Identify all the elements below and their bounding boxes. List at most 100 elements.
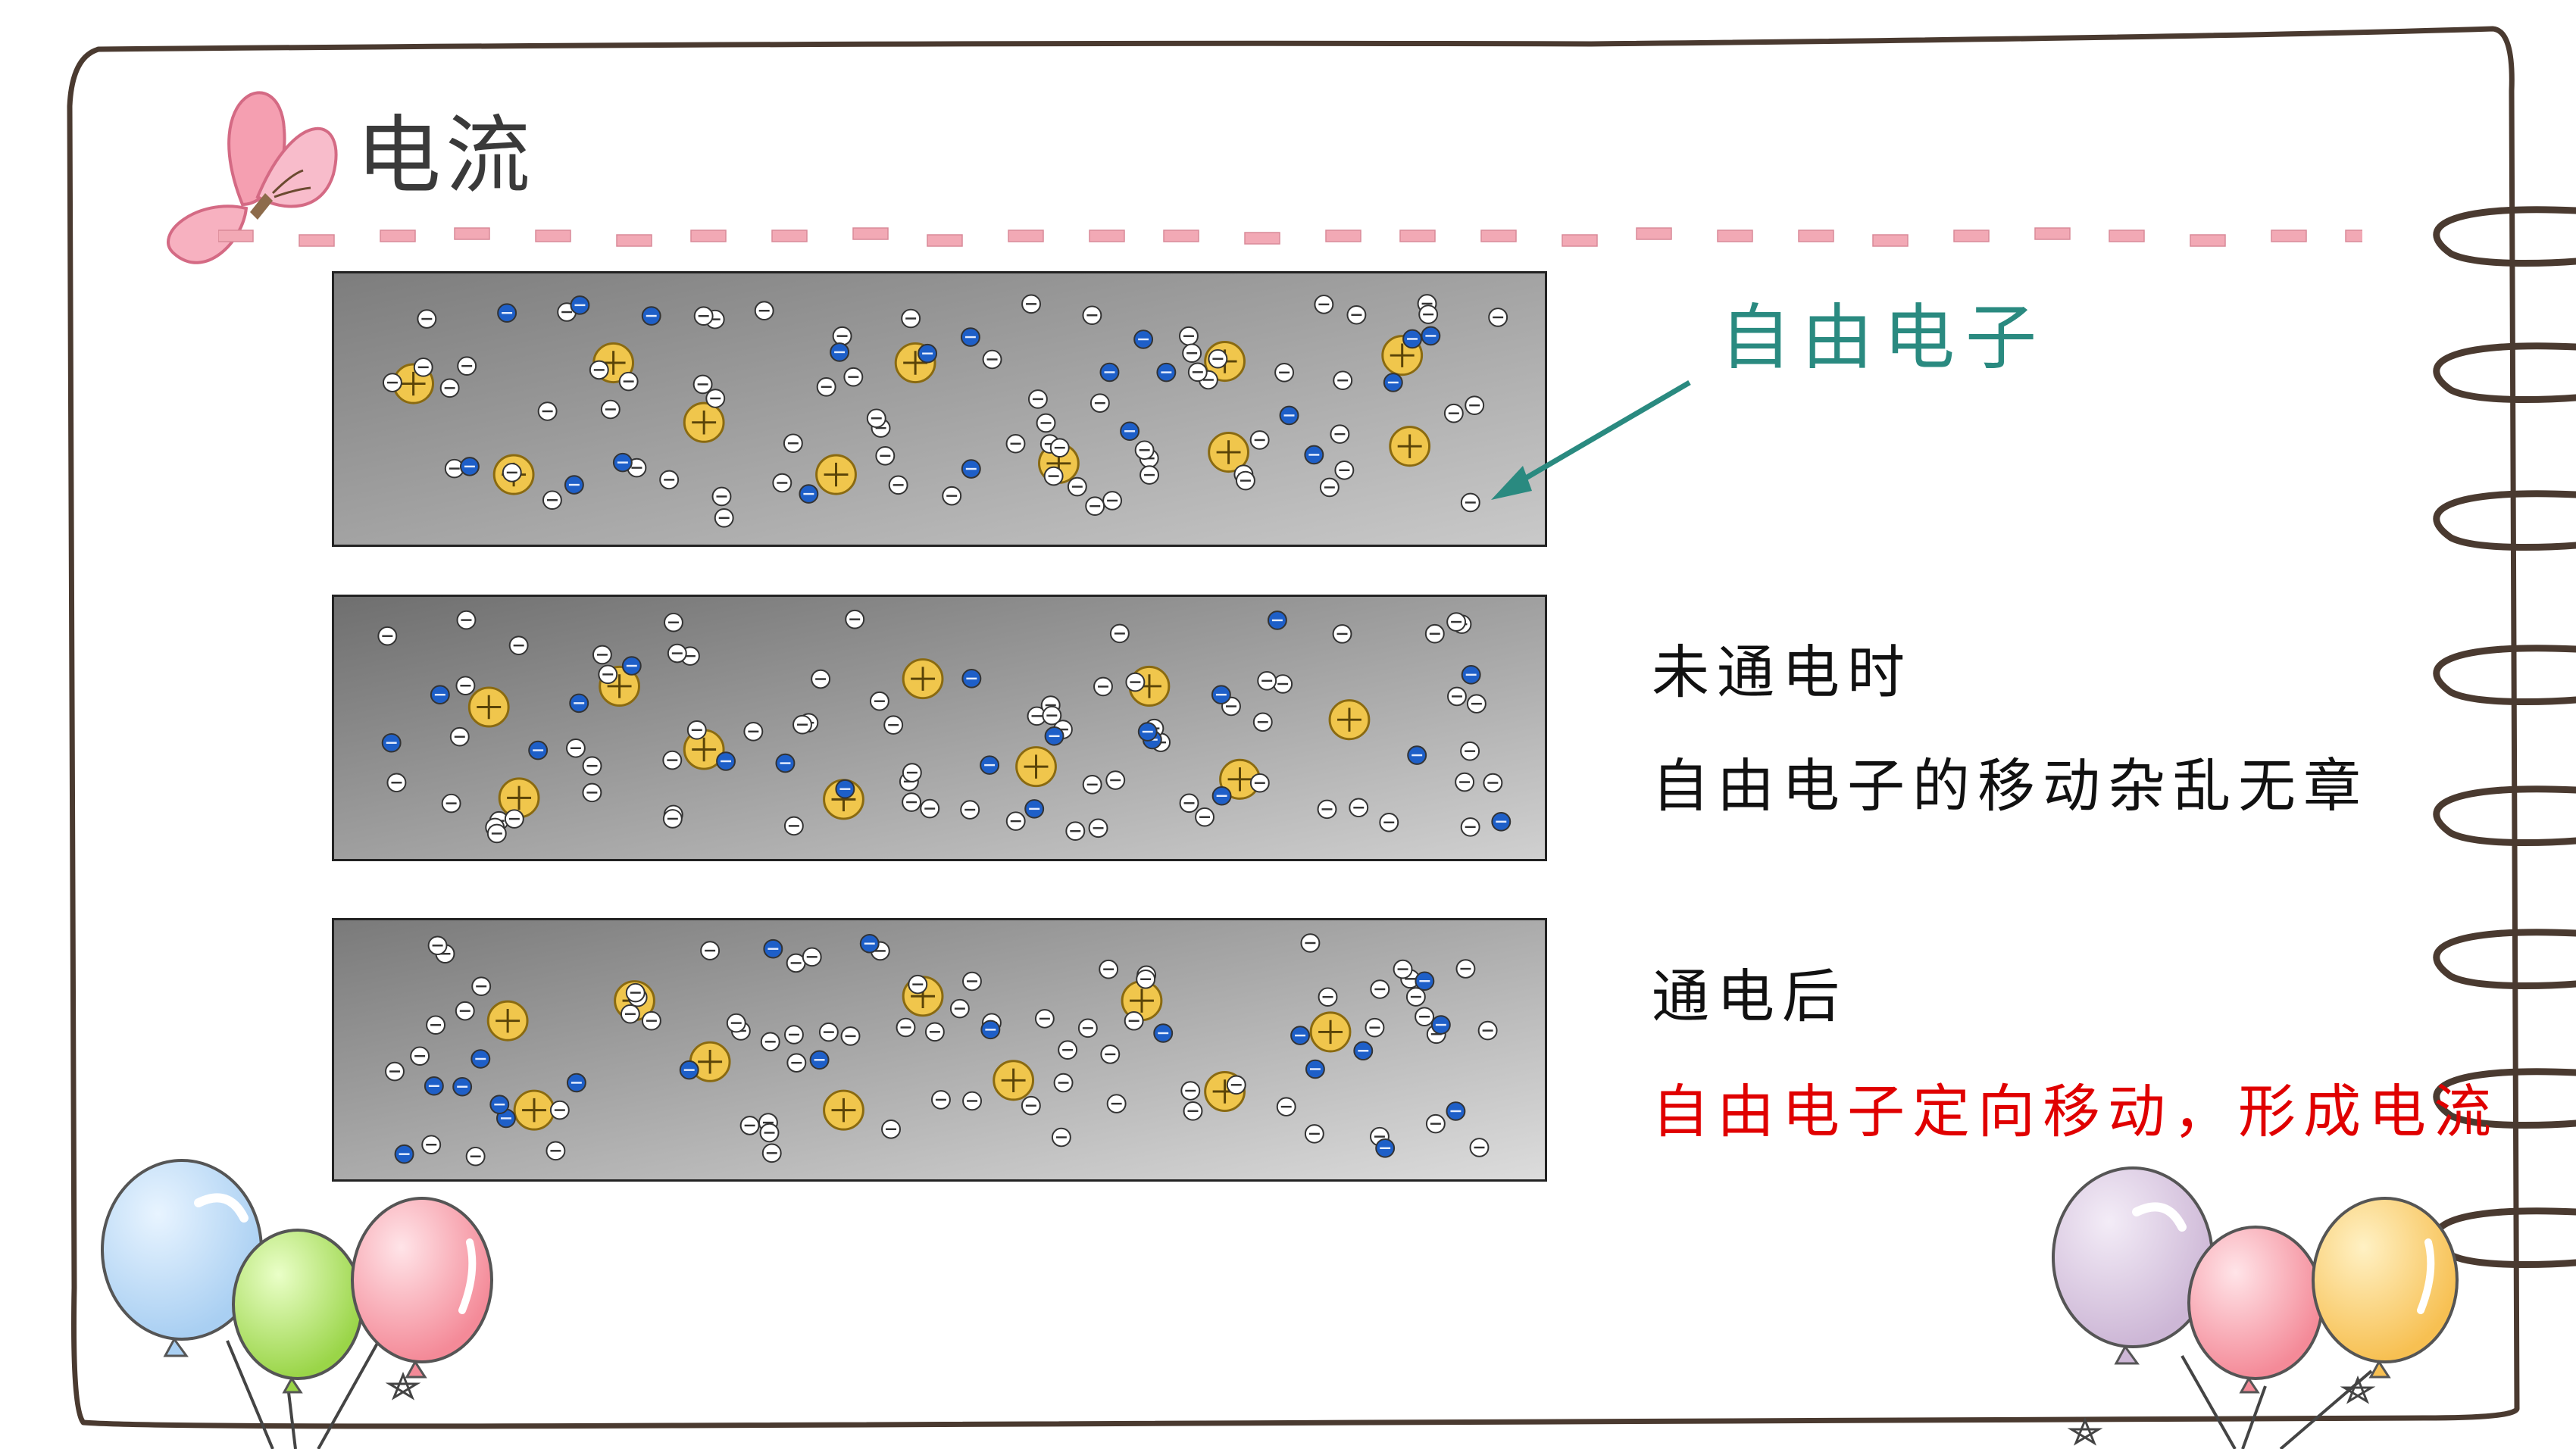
free-electron: [424, 1076, 444, 1096]
free-electron: [1153, 1023, 1174, 1043]
bound-electron: [1093, 676, 1113, 697]
panel-no-current: [332, 595, 1547, 861]
bound-electron: [641, 1010, 661, 1031]
bound-electron: [1370, 979, 1390, 999]
bound-electron: [786, 1053, 807, 1073]
free-electron: [569, 693, 589, 714]
bound-electron: [662, 809, 683, 829]
bound-electron: [1043, 466, 1064, 486]
bound-electron: [783, 1025, 804, 1045]
dash-segment: [1163, 230, 1199, 242]
bound-electron: [471, 976, 492, 996]
free-electron: [799, 484, 819, 504]
bound-electron: [486, 823, 507, 844]
free-electron: [918, 343, 938, 364]
bound-electron: [1379, 813, 1399, 832]
positive-ion: [815, 454, 857, 495]
bound-electron: [1447, 686, 1467, 707]
free-electron: [394, 1144, 414, 1164]
free-electron: [1446, 1101, 1466, 1121]
bound-electron: [726, 1013, 746, 1033]
bound-electron: [1051, 1127, 1071, 1148]
bound-electron: [1393, 959, 1413, 979]
bound-electron: [662, 750, 683, 770]
bound-electron: [417, 309, 437, 329]
free-electron: [621, 656, 642, 676]
bound-electron: [1065, 821, 1086, 841]
bound-electron: [1099, 959, 1119, 979]
bound-electron: [1235, 470, 1255, 491]
free-electron: [830, 342, 850, 362]
bound-electron: [783, 816, 804, 836]
bound-electron: [1332, 624, 1352, 644]
bound-electron: [1179, 793, 1199, 814]
bound-electron: [565, 738, 586, 758]
positive-ion: [823, 1089, 864, 1131]
bound-electron: [1365, 1017, 1385, 1038]
free-electron: [1305, 1059, 1325, 1079]
free-electron: [809, 1050, 830, 1070]
bound-electron: [1085, 496, 1105, 516]
bound-electron: [600, 399, 621, 420]
panel-free-electrons: [332, 271, 1547, 547]
bound-electron: [1106, 1094, 1127, 1113]
bound-electron: [1027, 706, 1047, 726]
state-off-heading: 未通电时: [1652, 639, 1912, 706]
bound-electron: [382, 373, 402, 392]
free-electron: [1402, 329, 1422, 349]
bound-electron: [426, 1015, 446, 1035]
bound-electron: [942, 486, 962, 506]
bound-electron: [659, 470, 680, 490]
bound-electron: [1102, 491, 1123, 511]
free-electron: [716, 751, 736, 771]
dash-segment: [1244, 232, 1280, 245]
bound-electron: [1330, 424, 1350, 444]
positive-ion: [486, 1000, 529, 1041]
bound-electron: [1036, 413, 1056, 433]
bound-electron: [465, 1146, 486, 1166]
bound-electron: [1318, 987, 1338, 1007]
bound-electron: [455, 1001, 475, 1021]
bound-electron: [1053, 1073, 1074, 1093]
bound-electron: [667, 643, 687, 664]
dash-segment: [454, 227, 490, 240]
free-electron: [459, 457, 480, 476]
bound-electron: [542, 490, 562, 511]
bound-electron: [1058, 1040, 1078, 1060]
dash-segment: [1399, 230, 1436, 242]
bound-electron: [582, 756, 602, 776]
balloons-right: [2052, 1166, 2459, 1449]
bound-electron: [869, 691, 889, 711]
bound-electron: [1249, 773, 1270, 793]
bound-electron: [1183, 1101, 1203, 1121]
free-electron: [528, 740, 549, 760]
bound-electron: [772, 473, 792, 493]
positive-ion: [683, 401, 725, 443]
bound-electron: [1415, 1007, 1435, 1026]
positive-ion: [498, 777, 540, 819]
bound-electron: [1049, 438, 1070, 457]
bound-electron: [1446, 612, 1467, 632]
bound-electron: [664, 612, 683, 632]
dash-segment: [2109, 230, 2145, 242]
bound-electron: [816, 377, 836, 397]
bound-electron: [1021, 1095, 1041, 1116]
bound-electron: [618, 371, 639, 392]
bound-electron: [1082, 305, 1102, 326]
bound-electron: [1460, 817, 1480, 837]
bound-electron: [1089, 393, 1110, 413]
bound-electron: [700, 941, 721, 960]
free-electron: [1156, 362, 1177, 383]
balloons-left: [101, 1159, 493, 1449]
bound-electron: [1124, 1011, 1144, 1031]
positive-ion: [1219, 758, 1261, 800]
free-electron: [564, 475, 584, 495]
bound-electron: [693, 306, 714, 326]
dashed-divider: [218, 227, 2362, 247]
bound-electron: [1273, 674, 1293, 694]
bound-electron: [924, 1022, 945, 1042]
positive-ion: [467, 686, 510, 728]
bound-electron: [1136, 970, 1156, 989]
dash-segment: [927, 234, 963, 247]
bound-electron: [504, 809, 524, 829]
